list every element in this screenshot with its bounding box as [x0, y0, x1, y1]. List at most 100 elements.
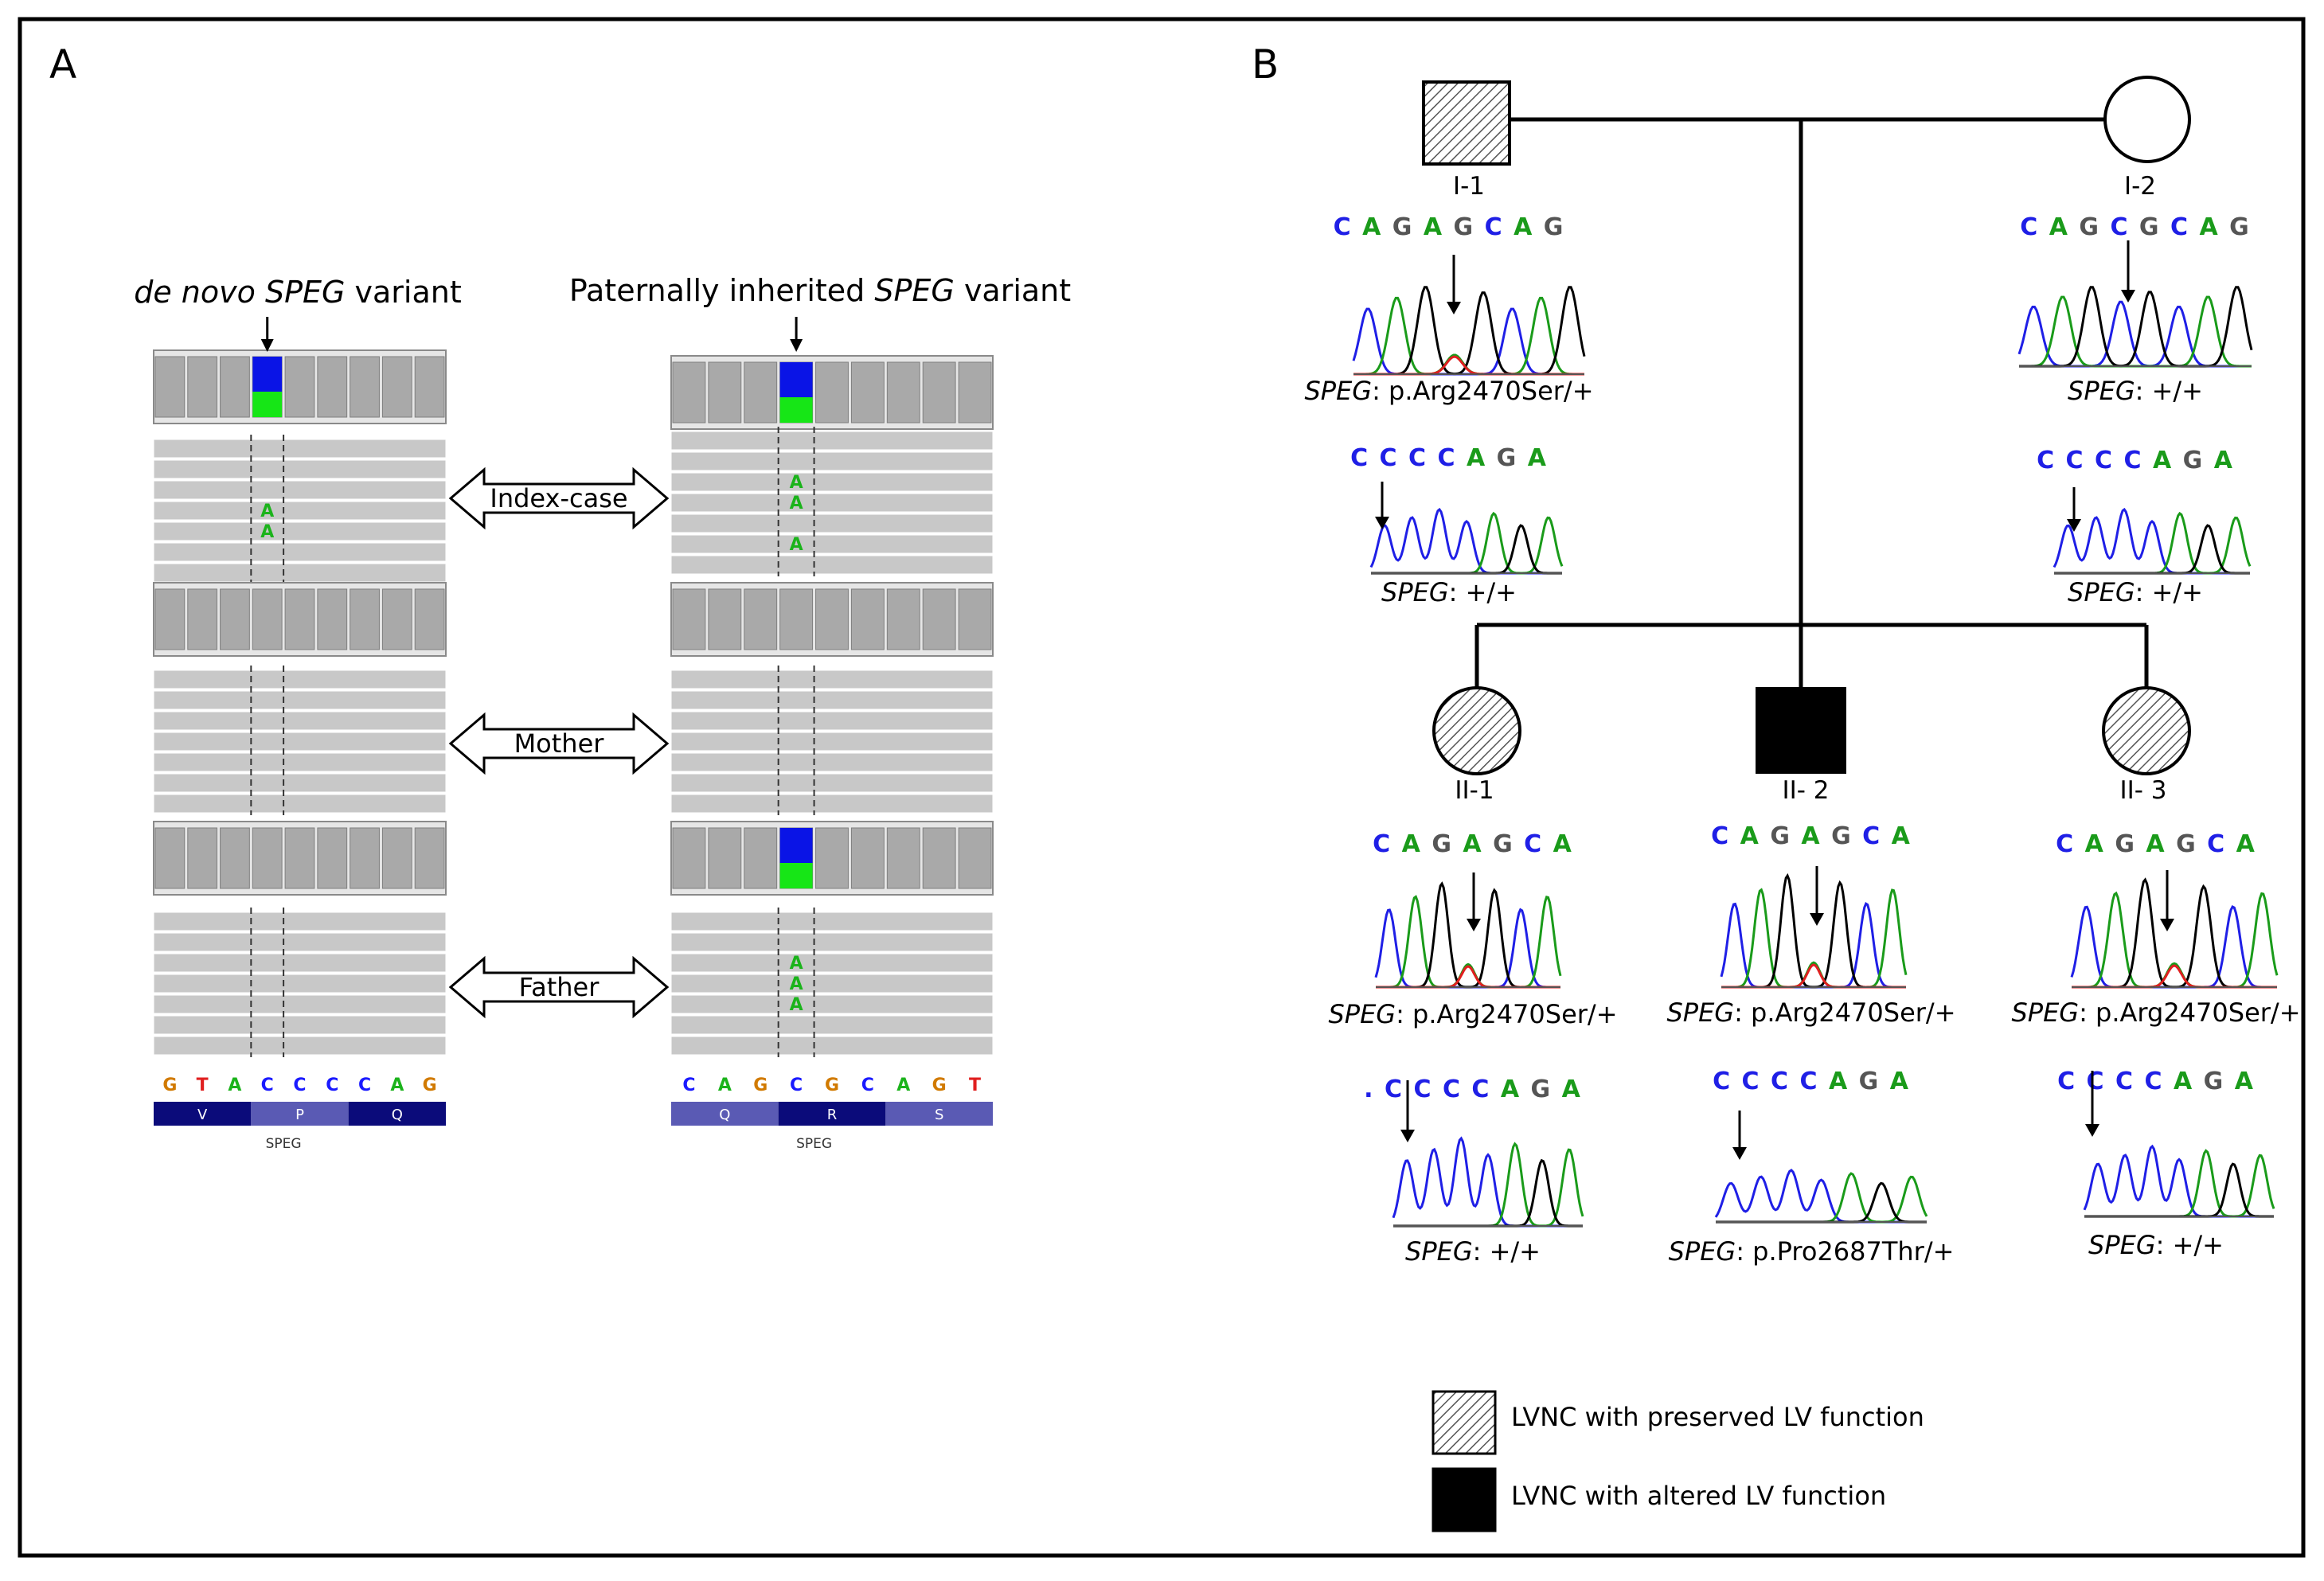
igv-reference-base: G: [423, 1075, 437, 1095]
igv-variant-alt-fraction: [252, 392, 283, 417]
arrow-label: Mother: [514, 728, 605, 759]
igv-read-row: [670, 752, 994, 772]
igv-coverage-bar: [381, 588, 412, 650]
igv-coverage-bar: [922, 827, 956, 889]
igv-reference-base: C: [861, 1075, 874, 1095]
pedigree-lines: [1474, 117, 2149, 689]
igv-read-row: [670, 669, 994, 689]
igv-coverage-bar: [815, 361, 849, 424]
igv-coverage-bar: [708, 827, 742, 889]
igv-coverage-bar: [815, 827, 849, 889]
igv-coverage-bar: [154, 356, 186, 418]
chromatogram-trace: [2017, 300, 2252, 368]
igv-coverage-bar: [284, 588, 315, 650]
igv-read-row: [153, 994, 447, 1014]
igv-read-row: [670, 555, 994, 575]
chromatogram-trace: [1371, 524, 1562, 575]
id-ii1: II-1: [1455, 776, 1494, 805]
igv-reference-base: C: [326, 1075, 338, 1095]
igv-coverage-bar: [958, 827, 992, 889]
igv-coverage-bar: [187, 356, 218, 418]
id-ii3: II- 3: [2119, 776, 2166, 805]
igv-variant-alt-fraction: [779, 863, 813, 888]
igv-read-row: [670, 1036, 994, 1056]
igv-amino-acid-label: Q: [719, 1107, 730, 1123]
igv-reference-base: C: [261, 1075, 274, 1095]
double-arrow: [448, 712, 670, 775]
igv-read-row: [670, 912, 994, 931]
igv-reference-base: G: [162, 1075, 177, 1095]
igv-reference-base: T: [969, 1075, 981, 1095]
double-arrow: [448, 466, 670, 530]
igv-coverage-bar: [220, 356, 250, 418]
igv-variant-read-base: A: [790, 995, 803, 1015]
igv-coverage-bar: [220, 827, 250, 889]
igv-amino-acid-label: S: [935, 1107, 943, 1123]
igv-read-row: [670, 794, 994, 814]
genotype-label: SPEG: +/+: [1381, 577, 1517, 607]
igv-coverage-bar: [850, 588, 885, 650]
chromatogram-sequence: C C C C A G A: [1713, 1068, 1910, 1095]
igv-coverage-bar: [922, 361, 956, 424]
chromatogram-trace: [2070, 904, 2277, 989]
igv-variant-read-base: A: [790, 954, 803, 974]
igv-reference-base: C: [682, 1075, 695, 1095]
figure-frame: [18, 17, 2306, 1558]
igv-coverage-bar: [886, 361, 920, 424]
igv-amino-acid-label: P: [295, 1107, 304, 1123]
igv-coverage-bar: [317, 588, 348, 650]
igv-variant-ref-fraction: [779, 828, 813, 863]
igv-gene-label: SPEG: [796, 1136, 832, 1152]
igv-amino-acid-box: [154, 1102, 252, 1126]
igv-coverage-bar: [886, 827, 920, 889]
chromatogram-sequence: C C C C A G A: [2057, 1068, 2255, 1095]
igv-coverage-bar: [284, 356, 315, 418]
pedigree-female-ii3-hatched: [2102, 686, 2191, 775]
igv-coverage-bar: [187, 827, 218, 889]
igv-coverage-bar: [958, 361, 992, 424]
igv-read-row: [153, 542, 447, 562]
chromatogram-arrow-head: [1400, 1130, 1415, 1142]
igv-amino-acid-box: [885, 1102, 993, 1126]
igv-read-row: [670, 773, 994, 793]
igv-read-row: [153, 1015, 447, 1035]
pedigree-female-i2: [2103, 76, 2191, 163]
igv-read-row: [153, 563, 447, 583]
chromatogram-trace: [1393, 1158, 1583, 1228]
igv-coverage-bar: [958, 588, 992, 650]
chromatogram-sequence: C C C C A G A: [2037, 447, 2234, 474]
igv-coverage-bar: [350, 588, 380, 650]
variant-arrow-head: [260, 339, 274, 352]
igv-coverage-bar: [850, 827, 885, 889]
igv-coverage-bar: [350, 827, 380, 889]
genotype-label: SPEG: +/+: [2068, 577, 2203, 607]
igv-reference-base: T: [197, 1075, 209, 1095]
igv-coverage-bar: [708, 588, 742, 650]
igv-read-row: [670, 732, 994, 751]
genotype-label: SPEG: +/+: [2068, 376, 2203, 406]
chromatograms: C A G A G C A G SPEG: p.Arg2470Ser/+C C …: [1304, 213, 2300, 1267]
igv-coverage-bar: [381, 356, 412, 418]
igv-coverage-bar: [744, 588, 778, 650]
arrow-label: Index-case: [490, 483, 627, 513]
variant-arrow-head: [790, 339, 803, 352]
igv-variant-read-base: A: [790, 974, 803, 994]
igv-read-row: [670, 932, 994, 952]
chromatogram-sequence: C C C C A G A: [1350, 444, 1548, 472]
chromatogram-trace: [2072, 891, 2279, 989]
igv-variant-read-base: A: [790, 535, 803, 555]
panel-a-right-title: Paternally inherited SPEG variant: [569, 273, 1071, 308]
igv-amino-acid-box: [778, 1102, 886, 1126]
panel-a-letter: A: [49, 41, 76, 88]
igv-read-row: [153, 711, 447, 731]
chromatogram-arrow-head: [2121, 290, 2135, 303]
chromatogram-arrow-head: [1810, 913, 1824, 926]
igv-read-row: [670, 1015, 994, 1035]
igv-read-row: [670, 534, 994, 554]
igv-read-row: [153, 439, 447, 459]
igv-read-row: [153, 752, 447, 772]
igv-coverage-bar: [922, 588, 956, 650]
